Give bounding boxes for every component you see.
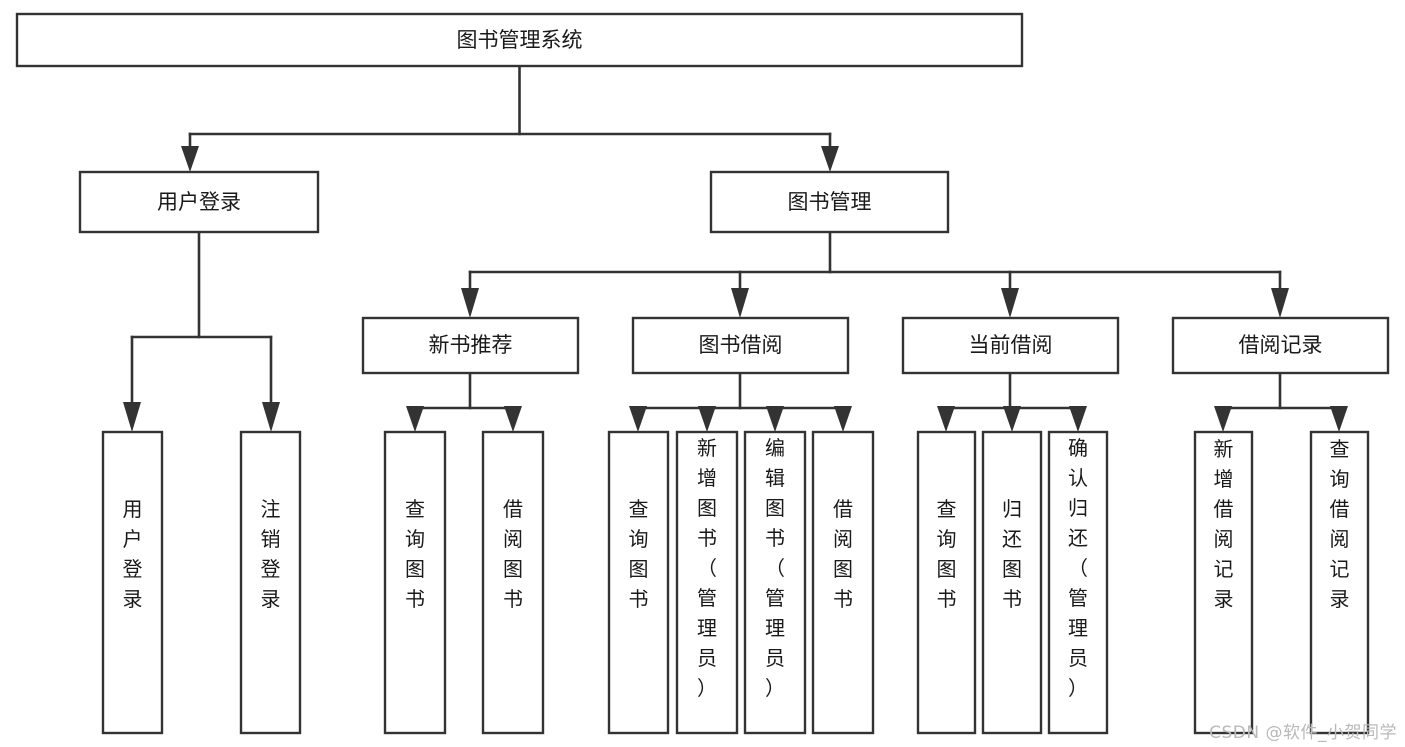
leaf-query-book-3[interactable]: 查询图书 — [916, 430, 977, 735]
leaf-query-record-label: 查询借阅记录 — [1330, 437, 1350, 611]
node-new-book-recommend-label: 新书推荐 — [429, 333, 513, 357]
arrow-bm-to-current-borrow — [1001, 288, 1019, 318]
arrow-cb-leaf-1 — [937, 406, 955, 432]
leaf-query-book-1-label: 查询图书 — [405, 497, 425, 611]
node-root-label: 图书管理系统 — [457, 28, 583, 52]
arrow-cb-leaf-2 — [1003, 406, 1021, 432]
arrow-nbr-leaf-2 — [504, 406, 522, 432]
leaf-query-book-2-box[interactable] — [607, 430, 670, 735]
arrow-bm-to-book-borrow — [731, 288, 749, 318]
leaf-confirm-return[interactable]: 确认归还（管理员） — [1047, 430, 1109, 735]
leaf-borrow-book-1-box[interactable] — [481, 430, 545, 735]
node-book-management-label: 图书管理 — [788, 190, 872, 214]
arrow-user-login-leaf-2 — [262, 402, 280, 432]
leaf-add-book[interactable]: 新增图书（管理员） — [675, 430, 739, 735]
leaf-add-book-label: 新增图书（管理员） — [697, 436, 717, 700]
node-current-borrow[interactable]: 当前借阅 — [901, 316, 1120, 375]
node-root-box[interactable] — [15, 12, 1024, 68]
node-user-login[interactable]: 用户登录 — [78, 170, 320, 234]
arrow-bm-to-new-book-recommend — [461, 288, 479, 318]
leaf-edit-book-label: 编辑图书（管理员） — [765, 436, 785, 700]
csdn-watermark: CSDN @软件_小贺同学 — [1209, 723, 1397, 743]
leaf-query-record[interactable]: 查询借阅记录 — [1309, 430, 1370, 735]
leaf-query-record-box[interactable] — [1309, 430, 1370, 735]
leaf-confirm-return-label: 确认归还（管理员） — [1068, 436, 1088, 700]
leaf-return-book-box[interactable] — [981, 430, 1043, 735]
leaf-logout[interactable]: 注销登录 — [239, 430, 302, 735]
node-book-borrow[interactable]: 图书借阅 — [631, 316, 850, 375]
leaf-borrow-book-2-box[interactable] — [811, 430, 875, 735]
arrow-bb-leaf-4 — [834, 406, 852, 432]
connector-group — [123, 64, 1348, 432]
leaf-confirm-return-box[interactable] — [1047, 430, 1109, 735]
leaf-add-book-box[interactable] — [675, 430, 739, 735]
node-user-login-box[interactable] — [78, 170, 320, 234]
leaf-logout-label: 注销登录 — [261, 497, 281, 611]
node-current-borrow-label: 当前借阅 — [969, 333, 1053, 357]
arrow-cb-leaf-3 — [1069, 406, 1087, 432]
leaf-query-book-2[interactable]: 查询图书 — [607, 430, 670, 735]
node-current-borrow-box[interactable] — [901, 316, 1120, 375]
arrow-bb-leaf-1 — [629, 406, 647, 432]
node-new-book-recommend-box[interactable] — [361, 316, 580, 375]
arrow-br-leaf-1 — [1214, 406, 1232, 432]
leaf-return-book-label: 归还图书 — [1002, 497, 1022, 611]
leaf-borrow-book-2-label: 借阅图书 — [833, 497, 853, 611]
arrow-nbr-leaf-1 — [406, 406, 424, 432]
node-book-borrow-label: 图书借阅 — [699, 333, 783, 357]
node-book-management[interactable]: 图书管理 — [709, 170, 950, 234]
leaf-borrow-book-1[interactable]: 借阅图书 — [481, 430, 545, 735]
arrow-root-to-book-management — [821, 146, 839, 172]
arrow-bm-to-borrow-record — [1271, 288, 1289, 318]
arrow-user-login-leaf-1 — [123, 402, 141, 432]
arrow-br-leaf-2 — [1330, 406, 1348, 432]
leaf-user-login[interactable]: 用户登录 — [101, 430, 164, 735]
leaf-query-book-3-box[interactable] — [916, 430, 977, 735]
leaf-borrow-book-1-label: 借阅图书 — [503, 497, 523, 611]
node-user-login-label: 用户登录 — [157, 190, 241, 214]
node-book-borrow-box[interactable] — [631, 316, 850, 375]
arrow-bb-leaf-2 — [698, 406, 716, 432]
leaf-borrow-book-2[interactable]: 借阅图书 — [811, 430, 875, 735]
leaf-logout-box[interactable] — [239, 430, 302, 735]
node-book-management-box[interactable] — [709, 170, 950, 234]
node-borrow-record[interactable]: 借阅记录 — [1171, 316, 1390, 375]
leaf-add-record-box[interactable] — [1193, 430, 1254, 735]
arrow-bb-leaf-3 — [766, 406, 784, 432]
arrow-root-to-user-login — [181, 146, 199, 172]
leaf-edit-book[interactable]: 编辑图书（管理员） — [743, 430, 807, 735]
node-borrow-record-box[interactable] — [1171, 316, 1390, 375]
leaf-query-book-1-box[interactable] — [383, 430, 447, 735]
node-borrow-record-label: 借阅记录 — [1239, 333, 1323, 357]
leaf-user-login-box[interactable] — [101, 430, 164, 735]
leaf-add-record[interactable]: 新增借阅记录 — [1193, 430, 1254, 735]
node-new-book-recommend[interactable]: 新书推荐 — [361, 316, 580, 375]
leaf-query-book-3-label: 查询图书 — [937, 497, 957, 611]
leaf-edit-book-box[interactable] — [743, 430, 807, 735]
leaf-user-login-label: 用户登录 — [123, 497, 143, 611]
leaf-query-book-2-label: 查询图书 — [629, 497, 649, 611]
leaf-query-book-1[interactable]: 查询图书 — [383, 430, 447, 735]
leaf-return-book[interactable]: 归还图书 — [981, 430, 1043, 735]
leaf-add-record-label: 新增借阅记录 — [1214, 437, 1234, 611]
node-root[interactable]: 图书管理系统 — [15, 12, 1024, 68]
